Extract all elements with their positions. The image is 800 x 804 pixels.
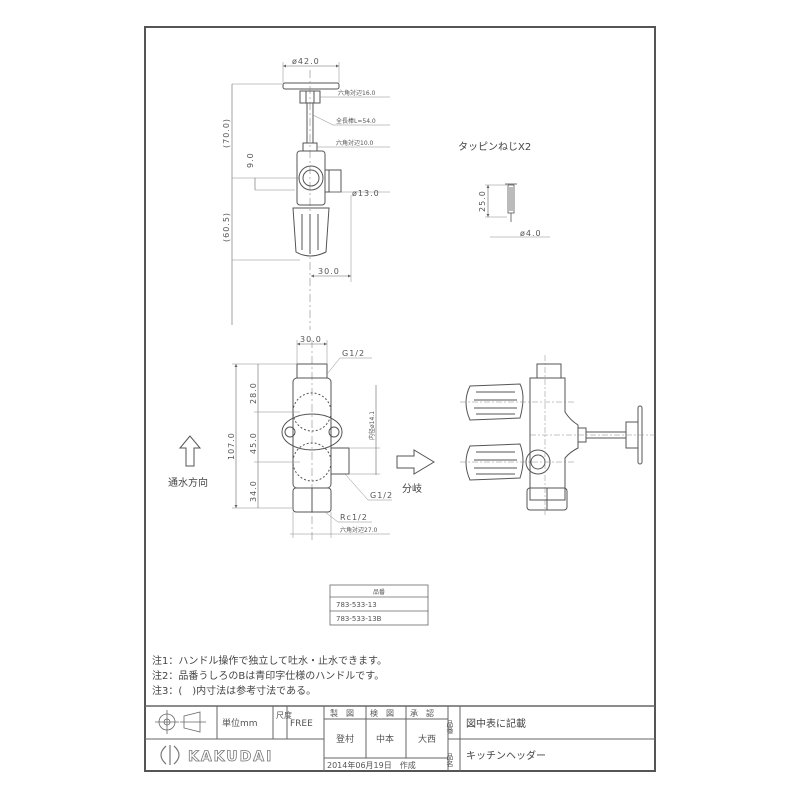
part-table-row-2: 783-533-13B <box>336 615 382 623</box>
note-1: 注1：ハンドル操作で独立して吐水・止水できます。 <box>152 654 387 667</box>
scale-label: 尺度 <box>276 710 292 720</box>
part-table-header: 品番 <box>373 589 385 596</box>
creation-date: 2014年06月19日 作成 <box>327 760 416 770</box>
part-no-value: 図中表に記載 <box>466 717 526 730</box>
dim-hex-10: 六角対辺10.0 <box>336 139 374 147</box>
part-table-row-1: 783-533-13 <box>336 601 377 609</box>
screw-label: タッピンねじX2 <box>458 141 531 153</box>
branch-label: 分岐 <box>402 482 422 495</box>
part-name-value: キッチンヘッダー <box>466 749 546 762</box>
part-no-label: 品番 <box>446 720 454 735</box>
screw-drawing <box>485 183 550 238</box>
dim-h60-5: (60.5) <box>222 212 231 242</box>
dim-w30-front: 30.0 <box>300 335 322 344</box>
dim-h107: 107.0 <box>227 432 236 460</box>
sheet-border <box>144 26 656 772</box>
dim-handle-dia: ø42.0 <box>292 57 320 66</box>
dim-h9: 9.0 <box>246 152 255 168</box>
dim-w30-top: 30.0 <box>318 267 340 276</box>
dim-dia13: ø13.0 <box>352 189 380 198</box>
top-view-drawing <box>231 62 390 330</box>
part-number-table <box>329 584 429 626</box>
role-checker: 検 図 <box>370 708 394 718</box>
scale-value: FREE <box>290 719 313 729</box>
projection-symbol-icon <box>155 710 206 734</box>
branch-right-arrow-icon <box>396 449 435 475</box>
dim-hex-16: 六角対辺16.0 <box>338 89 376 97</box>
dim-h34: 34.0 <box>249 480 258 502</box>
name-approver: 大西 <box>418 733 436 745</box>
brand-name: KAKUDAI <box>188 749 273 765</box>
dim-hex27: 六角対辺27.0 <box>340 526 378 534</box>
dim-g-top: G1/2 <box>342 349 365 358</box>
side-view-drawing <box>460 355 655 515</box>
dim-pitch: 内径ø14.1 <box>368 411 376 440</box>
dim-screw-length: 25.0 <box>478 190 487 212</box>
front-view-drawing <box>232 340 392 540</box>
note-3: 注3：( )内寸法は参考寸法である。 <box>152 684 316 697</box>
title-block <box>145 705 655 771</box>
dim-h45: 45.0 <box>249 432 258 454</box>
kakudai-logo-icon <box>160 745 180 765</box>
flow-up-arrow-icon <box>178 435 202 467</box>
note-2: 注2：品番うしろのBは青印字仕様のハンドルです。 <box>152 669 384 682</box>
flow-direction-label: 通水方向 <box>168 476 208 489</box>
part-name-label: 品名 <box>446 753 454 768</box>
role-approver: 承 認 <box>410 708 434 718</box>
dim-screw-dia: ø4.0 <box>520 229 542 238</box>
dim-total-length: 全長棒L=54.0 <box>336 117 376 125</box>
dim-rc: Rc1/2 <box>340 513 368 522</box>
dim-g-side: G1/2 <box>370 491 393 500</box>
name-drafter: 登村 <box>336 733 354 745</box>
role-drafter: 製 図 <box>330 708 354 718</box>
unit-label: 単位mm <box>222 717 258 729</box>
dim-h28: 28.0 <box>249 382 258 404</box>
dim-h70: (70.0) <box>222 118 231 148</box>
name-checker: 中本 <box>376 733 394 745</box>
